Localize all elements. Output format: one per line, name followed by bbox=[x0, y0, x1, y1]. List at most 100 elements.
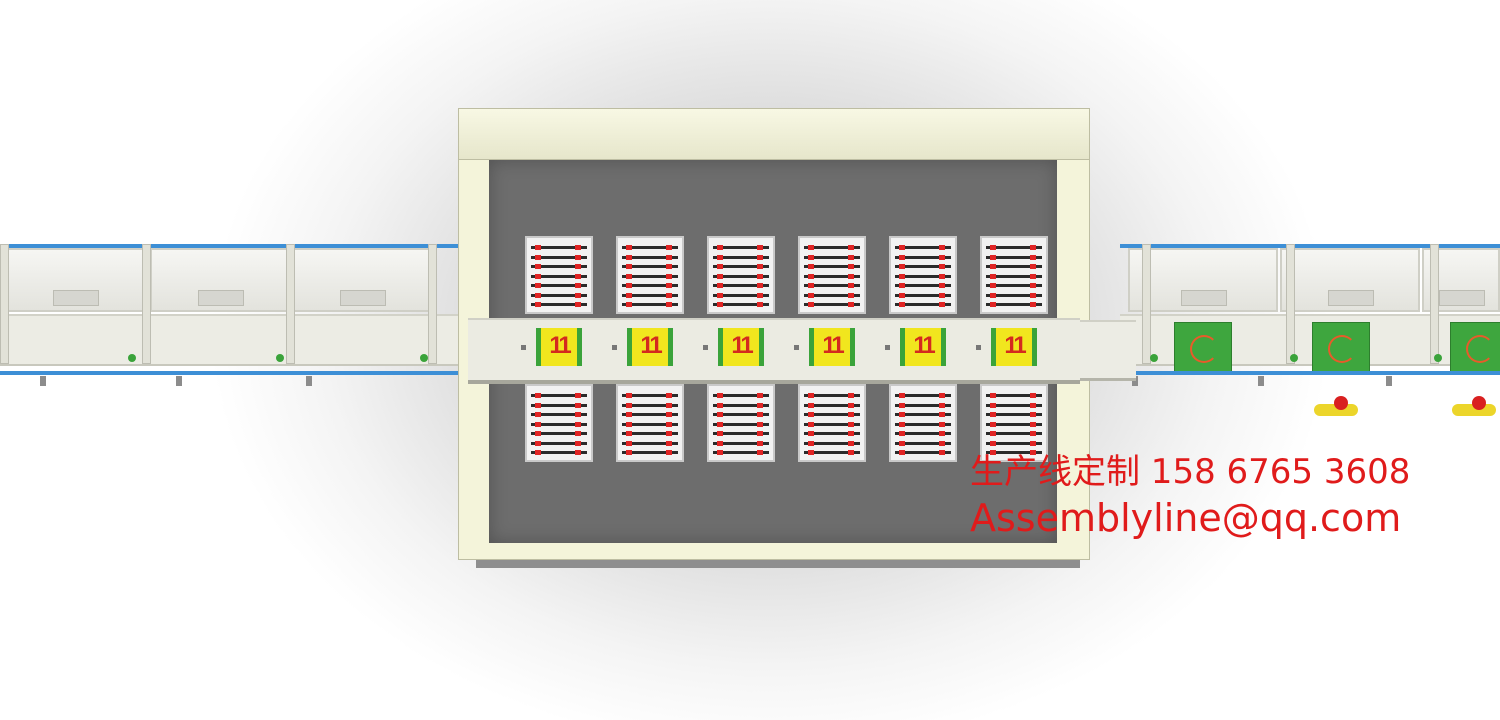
rack-red-hook bbox=[535, 245, 541, 250]
paint-rack bbox=[525, 384, 593, 462]
rack-red-hook bbox=[575, 431, 581, 436]
rack-red-hook bbox=[757, 440, 763, 446]
rack-bar bbox=[986, 441, 1042, 445]
rack-red-hook bbox=[626, 421, 632, 427]
sensor-light bbox=[1150, 354, 1158, 362]
rack-red-hook bbox=[808, 412, 814, 417]
rack-red-hook bbox=[939, 412, 945, 417]
rack-red-hook bbox=[1030, 264, 1036, 269]
conveyor-post bbox=[1430, 244, 1439, 364]
rack-bar bbox=[895, 432, 951, 435]
rack-bar bbox=[713, 274, 769, 278]
rack-red-hook bbox=[848, 292, 854, 298]
rack-red-hook bbox=[1030, 254, 1036, 260]
sensor-light bbox=[1434, 354, 1442, 362]
rack-red-hook bbox=[717, 402, 723, 408]
rack-red-hook bbox=[575, 264, 581, 269]
rack-bar bbox=[531, 284, 587, 287]
rack-red-hook bbox=[848, 245, 854, 250]
direction-sign: 11 bbox=[900, 328, 946, 366]
rack-red-hook bbox=[1030, 302, 1036, 307]
rack-bar bbox=[804, 441, 860, 445]
bay-slot bbox=[1439, 290, 1485, 306]
rack-red-hook bbox=[990, 450, 996, 455]
conveyor-bay bbox=[150, 248, 290, 312]
paint-rack bbox=[616, 384, 684, 462]
signal-lamp bbox=[1308, 396, 1364, 422]
rack-red-hook bbox=[535, 421, 541, 427]
rack-red-hook bbox=[575, 292, 581, 298]
rack-red-hook bbox=[575, 302, 581, 307]
rack-red-hook bbox=[990, 440, 996, 446]
rack-bar bbox=[895, 441, 951, 445]
rack-red-hook bbox=[666, 264, 672, 269]
rack-red-hook bbox=[666, 421, 672, 427]
conveyor-rail bbox=[0, 371, 458, 375]
rack-red-hook bbox=[626, 402, 632, 408]
track-bolt bbox=[976, 345, 981, 350]
watermark-email: Assemblyline@qq.com bbox=[970, 496, 1402, 540]
rack-bar bbox=[713, 293, 769, 297]
rack-red-hook bbox=[939, 283, 945, 288]
rack-red-hook bbox=[808, 302, 814, 307]
rack-red-hook bbox=[666, 393, 672, 398]
rack-red-hook bbox=[666, 254, 672, 260]
rack-bar bbox=[622, 255, 678, 259]
rack-red-hook bbox=[626, 264, 632, 269]
rack-red-hook bbox=[1030, 440, 1036, 446]
rack-red-hook bbox=[666, 450, 672, 455]
rack-bar bbox=[986, 274, 1042, 278]
direction-sign: 11 bbox=[718, 328, 764, 366]
rack-bar bbox=[895, 265, 951, 268]
rack-bar bbox=[622, 265, 678, 268]
rack-bar bbox=[713, 394, 769, 397]
rack-red-hook bbox=[808, 440, 814, 446]
lamp-red-light bbox=[1472, 396, 1486, 410]
rack-bar bbox=[713, 246, 769, 249]
rack-bar bbox=[895, 394, 951, 397]
rack-bar bbox=[804, 403, 860, 407]
conveyor-foot bbox=[1258, 376, 1264, 386]
rack-bar bbox=[986, 246, 1042, 249]
rack-bar bbox=[804, 394, 860, 397]
direction-sign: 11 bbox=[536, 328, 582, 366]
rack-bar bbox=[804, 284, 860, 287]
rack-bar bbox=[531, 246, 587, 249]
conveyor-bay bbox=[1280, 248, 1420, 312]
rack-red-hook bbox=[575, 245, 581, 250]
rack-red-hook bbox=[717, 393, 723, 398]
rack-bar bbox=[804, 303, 860, 306]
rack-red-hook bbox=[899, 412, 905, 417]
rack-bar bbox=[713, 441, 769, 445]
paint-rack bbox=[889, 236, 957, 314]
track-bolt bbox=[794, 345, 799, 350]
rack-red-hook bbox=[757, 431, 763, 436]
rack-red-hook bbox=[535, 431, 541, 436]
rack-red-hook bbox=[899, 245, 905, 250]
rack-bar bbox=[986, 255, 1042, 259]
signal-lamp bbox=[1446, 396, 1500, 422]
rack-red-hook bbox=[757, 245, 763, 250]
conveyor-rail bbox=[0, 244, 458, 248]
rack-bar bbox=[622, 422, 678, 426]
rack-red-hook bbox=[899, 450, 905, 455]
rack-red-hook bbox=[939, 450, 945, 455]
rack-red-hook bbox=[757, 393, 763, 398]
conveyor-deck bbox=[0, 314, 458, 366]
rack-red-hook bbox=[626, 431, 632, 436]
conveyor-post bbox=[142, 244, 151, 364]
rack-red-hook bbox=[990, 245, 996, 250]
rack-red-hook bbox=[717, 245, 723, 250]
rack-red-hook bbox=[990, 302, 996, 307]
rack-red-hook bbox=[808, 264, 814, 269]
rack-red-hook bbox=[939, 431, 945, 436]
rack-red-hook bbox=[757, 421, 763, 427]
rack-red-hook bbox=[626, 440, 632, 446]
rack-bar bbox=[531, 265, 587, 268]
rack-red-hook bbox=[808, 421, 814, 427]
rack-red-hook bbox=[990, 412, 996, 417]
rack-red-hook bbox=[575, 440, 581, 446]
conveyor-post bbox=[428, 244, 437, 364]
rack-red-hook bbox=[575, 283, 581, 288]
rack-red-hook bbox=[535, 393, 541, 398]
